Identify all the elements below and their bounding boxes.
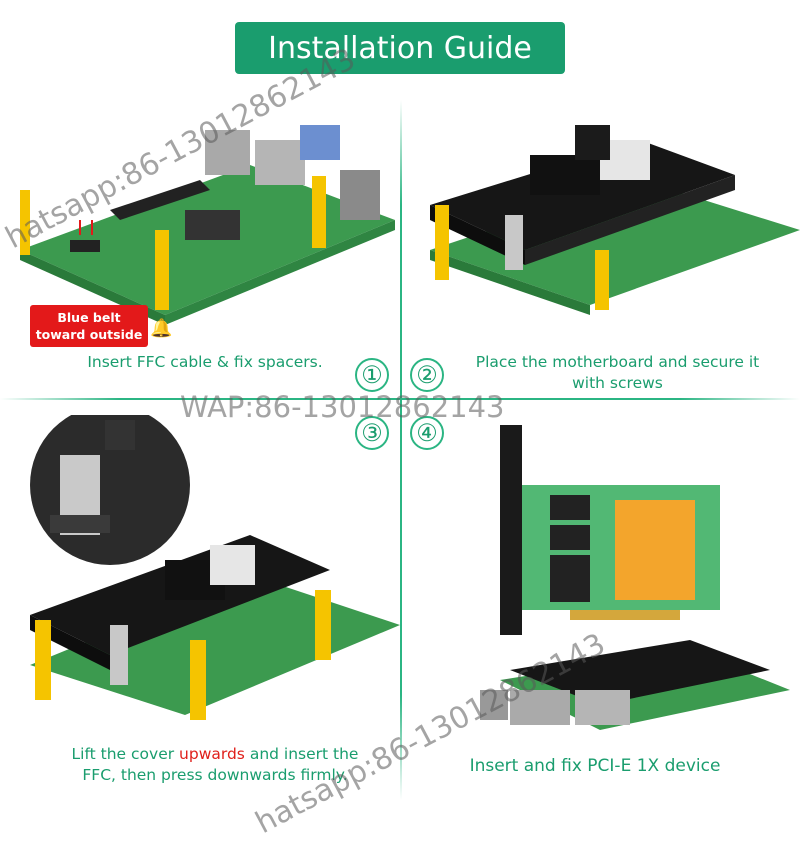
- step-number-1: ①: [355, 358, 389, 392]
- step-number-4: ④: [410, 416, 444, 450]
- warning-badge: Blue belt toward outside: [30, 305, 148, 347]
- horizontal-divider: [0, 398, 800, 400]
- bell-icon: 🔔: [150, 318, 173, 339]
- step4-caption: Insert and fix PCI-E 1X device: [469, 756, 721, 776]
- step3-illustration: [30, 415, 400, 720]
- watermark-2: WAP:86-13012862143: [180, 390, 505, 424]
- step1-caption: Insert FFC cable & fix spacers.: [87, 353, 323, 371]
- step2-caption-line1: Place the motherboard and secure it: [475, 353, 760, 371]
- step1-illustration: [20, 125, 395, 325]
- step3-caption-part2: and insert the: [244, 745, 359, 763]
- warning-line2: toward outside: [35, 327, 143, 342]
- step2-caption-line2: with screws: [572, 374, 663, 392]
- step3-caption-line2: FFC, then press downwards firmly.: [82, 766, 348, 784]
- vertical-divider: [400, 100, 402, 800]
- step2-caption: Place the motherboard and secure it with…: [465, 352, 770, 394]
- step-number-2: ②: [410, 358, 444, 392]
- page-title: Installation Guide: [235, 22, 565, 74]
- step3-caption-highlight: upwards: [179, 745, 245, 763]
- step4-illustration: [480, 425, 790, 730]
- warning-line1: Blue belt: [57, 310, 121, 325]
- step3-caption: Lift the cover upwards and insert the FF…: [50, 744, 380, 786]
- step-number-3: ③: [355, 416, 389, 450]
- step2-illustration: [430, 125, 800, 315]
- step3-caption-part1: Lift the cover: [71, 745, 180, 763]
